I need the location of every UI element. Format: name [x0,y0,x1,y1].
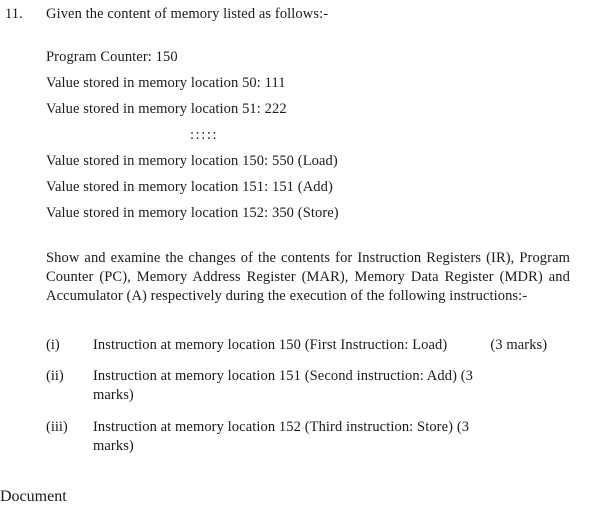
sub-item-ii-label: (ii) [46,368,64,385]
memory-line-location-150: Value stored in memory location 150: 550… [46,153,338,169]
sub-item-iii-label: (iii) [46,418,68,435]
memory-line-program-counter: Program Counter: 150 [46,49,178,65]
document-page: 11. Given the content of memory listed a… [0,6,603,468]
sub-item-ii-marks-first: (3 [460,368,474,385]
memory-line-location-50: Value stored in memory location 50: 111 [46,75,286,91]
sub-items-list: (i) Instruction at memory location 150 (… [0,336,603,468]
sub-item-i-text: Instruction at memory location 150 (Firs… [93,337,448,353]
sub-item-i: (i) Instruction at memory location 150 (… [0,336,603,355]
question-number: 11. [5,6,23,22]
memory-line-location-151: Value stored in memory location 151: 151… [46,179,333,195]
sub-item-ii-marks-second: marks) [93,387,134,404]
memory-ellipsis: ::::: [190,127,219,143]
sub-item-iii-body: Instruction at memory location 152 (Thir… [93,418,570,456]
sub-item-ii: (ii) Instruction at memory location 151 … [0,367,603,405]
memory-line-location-51: Value stored in memory location 51: 222 [46,101,287,117]
instruction-paragraph: Show and examine the changes of the cont… [46,250,570,305]
sub-item-ii-body: Instruction at memory location 151 (Seco… [93,367,570,405]
sub-item-iii-marks-second: marks) [93,437,134,454]
question-stem: Given the content of memory listed as fo… [46,6,329,22]
sub-item-i-body: Instruction at memory location 150 (Firs… [93,336,570,355]
sub-item-iii-text: Instruction at memory location 152 (Thir… [93,418,454,435]
sub-item-iii-marks-first: (3 [456,418,470,435]
sub-item-i-label: (i) [46,337,60,353]
sub-item-i-marks: (3 marks) [490,337,548,353]
memory-listing: Program Counter: 150 Value stored in mem… [46,44,570,226]
sub-item-ii-text: Instruction at memory location 151 (Seco… [93,368,458,385]
memory-line-location-152: Value stored in memory location 152: 350… [46,205,339,221]
sub-item-iii: (iii) Instruction at memory location 152… [0,418,603,456]
